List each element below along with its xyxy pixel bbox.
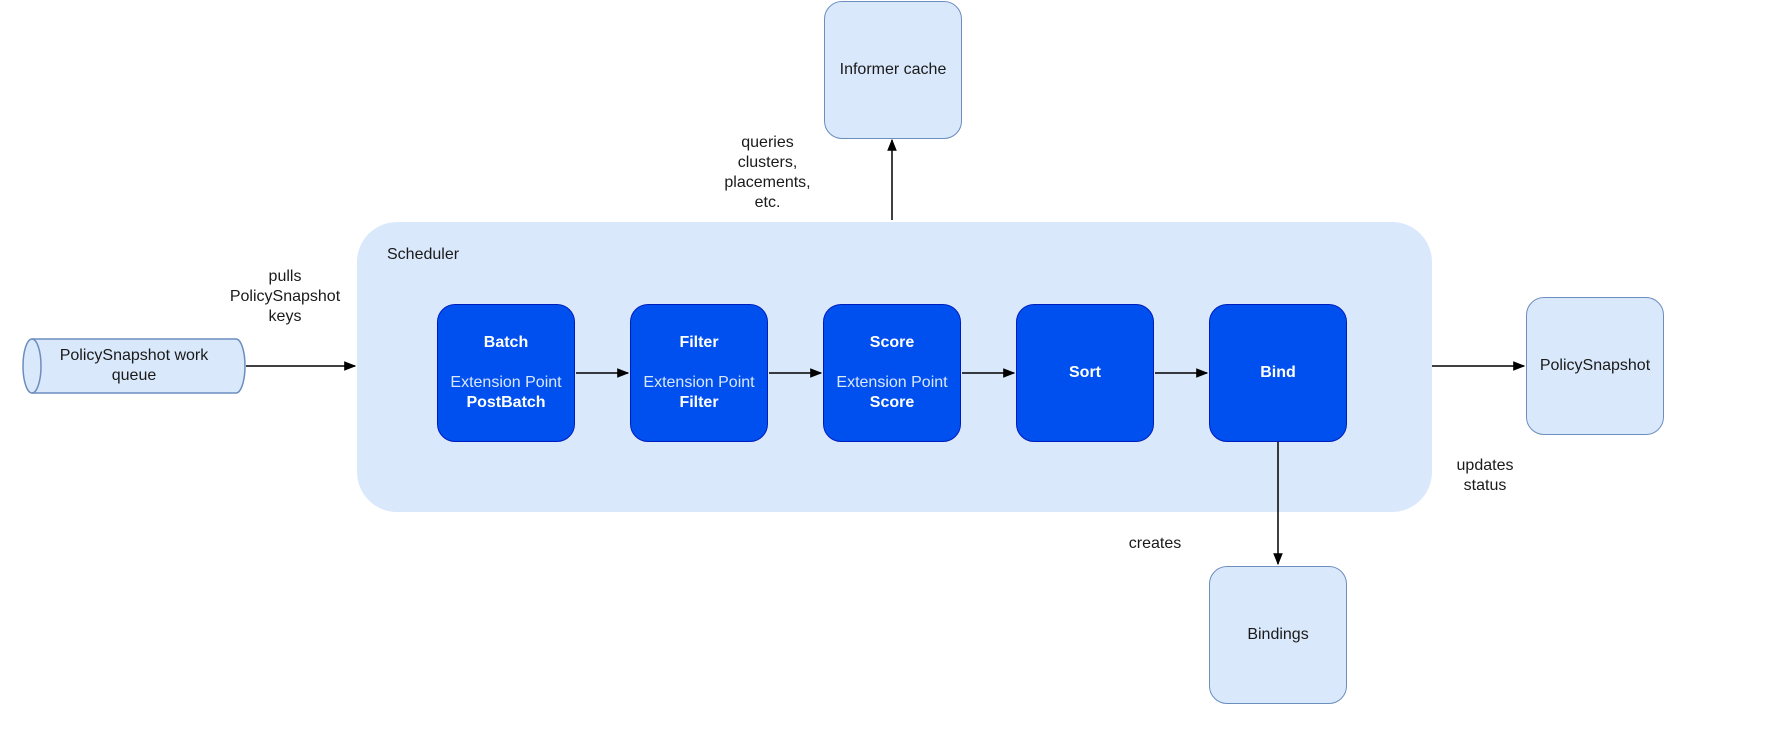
edge-label-creates: creates [1128,535,1182,552]
informer-cache-label: Informer cache [839,61,947,78]
policy-snapshot-box: PolicySnapshot [1526,297,1664,435]
stage-score: Score Extension Point Score [823,304,961,442]
edge-label-queries: queries clusters, placements, etc. [700,133,835,213]
informer-cache-box: Informer cache [824,1,962,139]
bindings-label: Bindings [1247,626,1309,643]
policy-snapshot-label: PolicySnapshot [1539,357,1651,374]
stage-bind-title: Bind [1260,364,1296,381]
bindings-box: Bindings [1209,566,1347,704]
stage-bind: Bind [1209,304,1347,442]
stage-score-sub: Score [869,394,915,411]
edge-label-updates-line: updates [1456,457,1514,474]
edge-label-queries-line: placements, [724,174,811,191]
stage-sort: Sort [1016,304,1154,442]
edge-label-pulls: pulls PolicySnapshot keys [215,267,355,327]
edge-label-pulls-line: keys [268,308,302,325]
stage-batch-ext: Extension Point [450,374,562,391]
stage-filter-ext: Extension Point [643,374,755,391]
work-queue-label: PolicySnapshot work queue [59,347,209,384]
edge-label-pulls-line: pulls [268,268,302,285]
stage-batch: Batch Extension Point PostBatch [437,304,575,442]
stage-score-title: Score [869,334,915,351]
scheduler-title: Scheduler [387,246,460,263]
edge-label-queries-line: clusters, [737,154,798,171]
edge-label-pulls-line: PolicySnapshot [229,288,341,305]
edge-label-queries-line: etc. [754,194,781,211]
stage-batch-sub: PostBatch [466,394,546,411]
stage-sort-title: Sort [1069,364,1101,381]
stage-filter-sub: Filter [679,394,719,411]
edge-label-updates: updates status [1440,456,1530,496]
edge-label-updates-line: status [1463,477,1507,494]
stage-batch-title: Batch [483,334,529,351]
work-queue-cylinder [22,338,246,394]
stage-filter: Filter Extension Point Filter [630,304,768,442]
stage-filter-title: Filter [679,334,719,351]
stage-score-ext: Extension Point [836,374,948,391]
edge-label-queries-line: queries [741,134,794,151]
